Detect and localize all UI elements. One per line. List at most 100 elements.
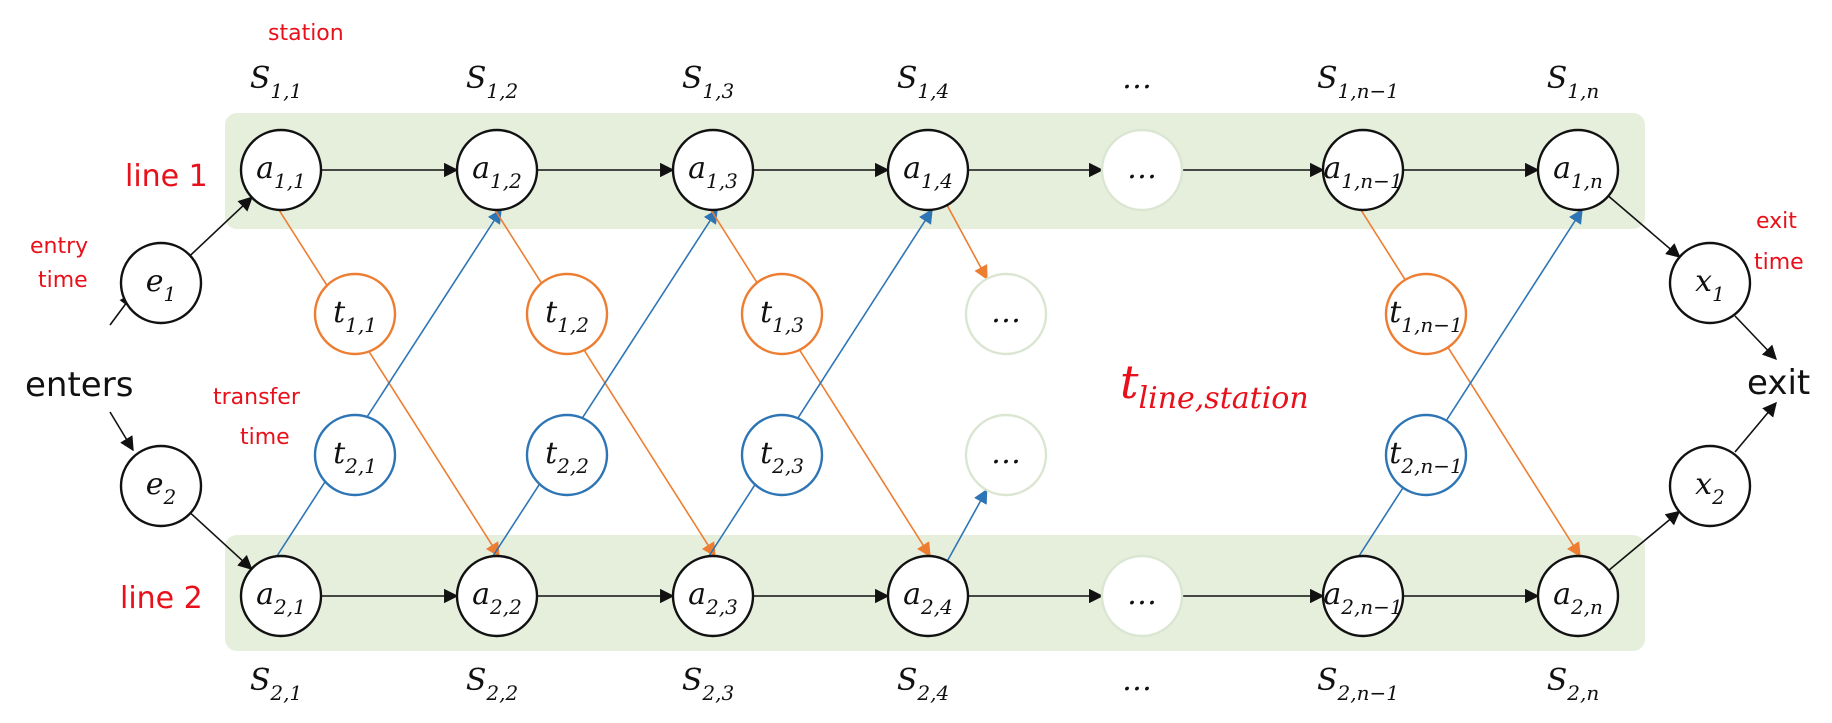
station-top-3-main: S — [682, 61, 703, 96]
entry-node-2-circle — [119, 444, 203, 528]
station-bottom-5: … — [1122, 663, 1152, 698]
x1-to-exit-arrow — [1734, 315, 1777, 361]
transfer1-node-5-circle — [1384, 272, 1468, 356]
station-bottom-1-sub: 2,1 — [269, 681, 302, 705]
transfer1-node-4: … — [964, 272, 1048, 356]
exit-time-annotation-1: exit — [1756, 209, 1797, 234]
exit-node-2-circle — [1668, 444, 1752, 528]
t-formula-symbol: t — [1120, 355, 1139, 409]
station-annotation: station — [268, 21, 344, 46]
line2-node-6-label: a2,n−1 — [1323, 577, 1402, 619]
transfer2-edge-1 — [276, 208, 502, 557]
line1-node-4-label: a1,4 — [903, 151, 953, 193]
station-top-7-main: S — [1547, 61, 1568, 96]
transfer1-node-2: t1,2 — [525, 272, 609, 356]
transfer2-node-4: … — [964, 413, 1048, 497]
transfer1-node-1: t1,1 — [313, 272, 397, 356]
line2-node-4-label: a2,4 — [903, 577, 953, 619]
line1-node-2-circle — [455, 128, 539, 212]
transfer-time-annotation-2: time — [240, 425, 290, 450]
exit-node-1-label: x1 — [1695, 264, 1725, 306]
x2-to-exit-arrow — [1734, 401, 1777, 453]
line1-node-7-circle — [1536, 128, 1620, 212]
station-bottom-6: S2,n−1 — [1317, 663, 1399, 705]
line1-node-6: a1,n−1 — [1321, 128, 1405, 212]
station-bottom-7-main: S — [1547, 663, 1568, 698]
station-top-7: S1,n — [1547, 61, 1600, 103]
station-bottom-4-sub: 2,4 — [916, 681, 949, 705]
line1-node-5: … — [1100, 128, 1184, 212]
line2-node-3-label: a2,3 — [688, 577, 738, 619]
line1-node-6-label: a1,n−1 — [1323, 151, 1402, 193]
station-top-6-sub: 1,n−1 — [1338, 79, 1399, 103]
transfer2-node-1-label: t2,1 — [333, 436, 377, 478]
transfer1-node-1-label: t1,1 — [333, 295, 377, 337]
line2-annotation: line 2 — [120, 581, 203, 616]
station-top-3-sub: 1,3 — [702, 79, 734, 103]
transfer1-node-5: t1,n−1 — [1384, 272, 1468, 356]
line2-node-3-circle — [671, 554, 755, 638]
transfer2-node-5-circle — [1384, 413, 1468, 497]
transfer1-edge-4 — [946, 204, 988, 281]
transfer2-node-4-label: … — [991, 436, 1021, 471]
station-top-4: S1,4 — [897, 61, 949, 103]
station-top-2-sub: 1,2 — [486, 79, 518, 103]
station-top-2: S1,2 — [466, 61, 518, 103]
entry-time-annotation-2: time — [38, 268, 88, 293]
station-bottom-2-main: S — [466, 663, 487, 698]
edges — [109, 162, 1777, 604]
transfer1-node-2-label: t1,2 — [545, 295, 589, 337]
enters-label: enters — [25, 365, 133, 405]
station-bottom-1: S2,1 — [250, 663, 302, 705]
transfer2-edge-5 — [1358, 208, 1583, 557]
line1-node-1-circle — [239, 128, 323, 212]
line1-node-1: a1,1 — [239, 128, 323, 212]
line1-node-4: a1,4 — [886, 128, 970, 212]
line2-node-7: a2,n — [1536, 554, 1620, 638]
transfer2-node-1: t2,1 — [313, 413, 397, 497]
line2-node-1-label: a2,1 — [256, 577, 306, 619]
transfer2-node-1-circle — [313, 413, 397, 497]
station-top-4-sub: 1,4 — [917, 79, 949, 103]
station-bottom-6-sub: 2,n−1 — [1337, 681, 1399, 705]
line1-node-7-label: a1,n — [1553, 151, 1603, 193]
transfer1-node-4-label: … — [991, 295, 1021, 330]
station-bottom-2-sub: 2,2 — [485, 681, 518, 705]
exit-node-2: x2 — [1668, 444, 1752, 528]
entry-node-1-circle — [119, 241, 203, 325]
station-top-7-sub: 1,n — [1567, 79, 1599, 103]
station-bottom-7: S2,n — [1547, 663, 1600, 705]
station-top-6: S1,n−1 — [1317, 61, 1399, 103]
transfer1-node-1-circle — [313, 272, 397, 356]
station-bottom-1-main: S — [250, 663, 271, 698]
line2-node-3: a2,3 — [671, 554, 755, 638]
station-top-1: S1,1 — [250, 61, 302, 103]
entry-node-2: e2 — [119, 444, 203, 528]
transfer1-node-4-circle — [964, 272, 1048, 356]
transfer1-node-3: t1,3 — [740, 272, 824, 356]
exit-node-1-circle — [1668, 241, 1752, 325]
enters-to-e2-arrow — [109, 411, 134, 452]
entry-node-1-label: e1 — [146, 264, 177, 306]
line1-node-2: a1,2 — [455, 128, 539, 212]
line2-node-2-circle — [455, 554, 539, 638]
exit1-edge — [1607, 195, 1681, 258]
entry-node-2-label: e2 — [146, 467, 177, 509]
line2-node-1-circle — [239, 554, 323, 638]
line1-node-3-circle — [671, 128, 755, 212]
line2-node-7-label: a2,n — [1553, 577, 1603, 619]
station-top-1-main: S — [250, 61, 271, 96]
line2-node-4: a2,4 — [886, 554, 970, 638]
line1-node-5-circle — [1100, 128, 1184, 212]
station-top-2-main: S — [466, 61, 487, 96]
station-top-5: … — [1122, 61, 1152, 96]
transfer-time-annotation-1: transfer — [213, 385, 301, 410]
line1-node-6-circle — [1321, 128, 1405, 212]
line1-node-1-label: a1,1 — [256, 151, 306, 193]
line1-node-3-label: a1,3 — [688, 151, 738, 193]
transfer1-node-2-circle — [525, 272, 609, 356]
transfer2-node-2-label: t2,2 — [545, 436, 589, 478]
